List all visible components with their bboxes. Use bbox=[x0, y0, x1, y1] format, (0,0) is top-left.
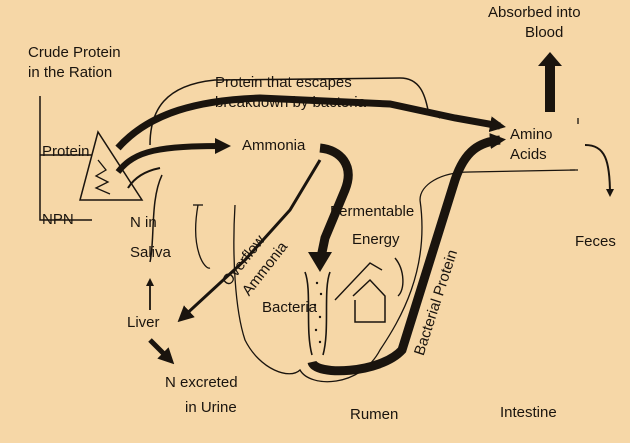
energy-label: Energy bbox=[352, 230, 400, 250]
npn-label: NPN bbox=[42, 210, 74, 230]
blood-label: Blood bbox=[525, 23, 563, 43]
feces-label: Feces bbox=[575, 232, 616, 252]
crude-protein-label: Crude Protein bbox=[28, 43, 121, 63]
fermentable-label: Fermentable bbox=[330, 202, 414, 222]
bacteria-label: Bacteria bbox=[262, 298, 317, 318]
n-in-label: N in bbox=[130, 213, 157, 233]
ration-label: in the Ration bbox=[28, 63, 112, 83]
saliva-label: Saliva bbox=[130, 243, 171, 263]
absorbed-label-line1: Absorbed into bbox=[488, 3, 581, 23]
rumen-label: Rumen bbox=[350, 405, 398, 425]
acids-label: Acids bbox=[510, 145, 547, 165]
intestine-label: Intestine bbox=[500, 403, 557, 423]
n-excreted-label: N excreted bbox=[165, 373, 238, 393]
urine-label: in Urine bbox=[185, 398, 237, 418]
ammonia-label: Ammonia bbox=[242, 136, 305, 156]
escape-label-line1: Protein that escapes bbox=[215, 73, 352, 93]
protein-label: Protein bbox=[42, 142, 90, 162]
escape-label-line2: breakdown by bacteria bbox=[215, 93, 366, 113]
amino-label: Amino bbox=[510, 125, 553, 145]
liver-label: Liver bbox=[127, 313, 160, 333]
